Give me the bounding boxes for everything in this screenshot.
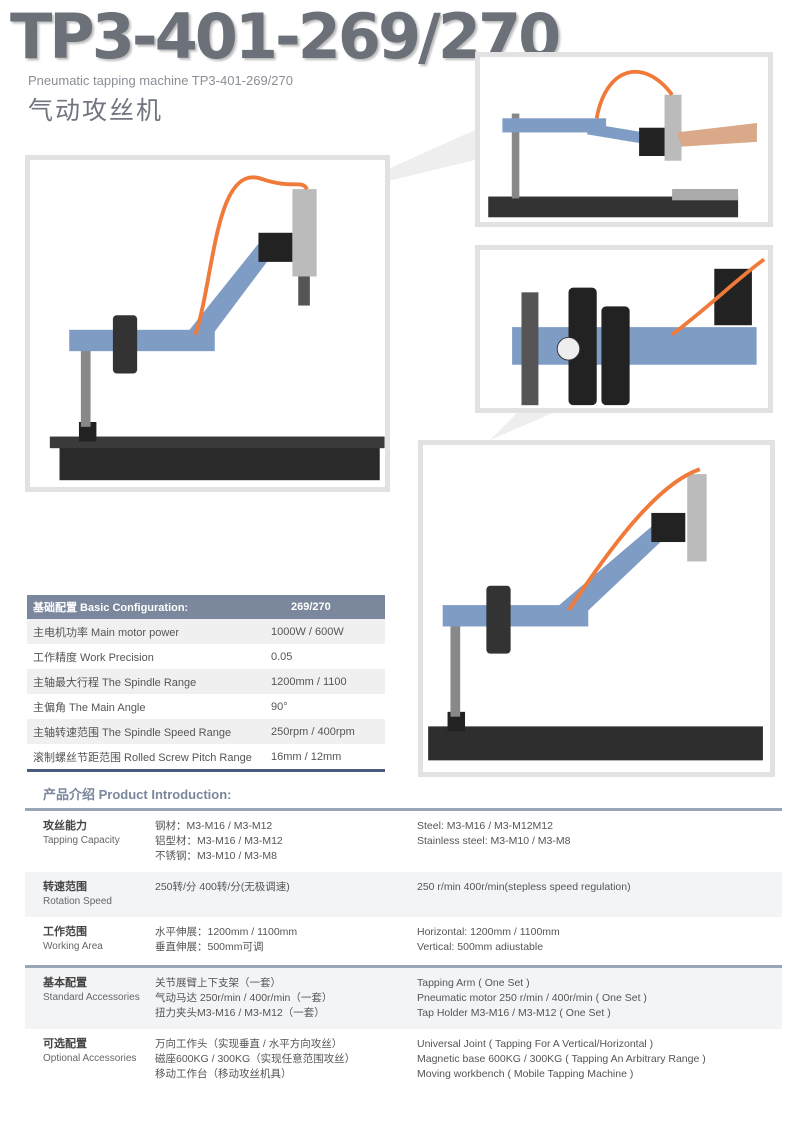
detail-line: Magnetic base 600KG / 300KG ( Tapping An… — [417, 1053, 706, 1065]
detail-line: 250 r/min 400r/min(stepless speed regula… — [417, 881, 631, 893]
detail-line: 250转/分 400转/分(无极调速) — [155, 881, 290, 893]
row-heading: 工作范围 Working Area — [25, 925, 155, 955]
row-heading-cn: 基本配置 — [43, 977, 87, 989]
row-heading-cn: 工作范围 — [43, 926, 87, 938]
machine-image — [428, 467, 763, 761]
product-introduction-table: 攻丝能力 Tapping Capacity 钢材：M3-M16 / M3-M12 铝型… — [25, 808, 782, 1090]
table-row: 工作精度 Work Precision 0.05 — [27, 644, 385, 669]
row-cn-details: 250转/分 400转/分(无极调速) — [155, 880, 417, 909]
row-heading-en: Optional Accessories — [43, 1053, 137, 1064]
row-label: 主电机功率 Main motor power — [33, 626, 180, 639]
product-cn-title: 气动攻丝机 — [28, 97, 164, 125]
hand-operation-photo — [475, 52, 773, 227]
row-value: 1200mm / 1100 — [271, 675, 347, 688]
row-en-details: Tapping Arm ( One Set ) Pneumatic motor 2… — [417, 976, 782, 1021]
row-value: 0.05 — [271, 650, 293, 663]
row-value: 90° — [271, 700, 288, 713]
row-label: 主轴转速范围 The Spindle Speed Range — [33, 726, 232, 739]
detail-line: Tapping Arm ( One Set ) — [417, 977, 530, 989]
row-heading-en: Tapping Capacity — [43, 835, 120, 846]
detail-line: 不锈钢：M3-M10 / M3-M8 — [155, 850, 277, 862]
detail-line: 万向工作头（实现垂直 / 水平方向攻丝） — [155, 1038, 343, 1050]
row-value: 16mm / 12mm — [271, 750, 342, 763]
detail-line: Steel: M3-M16 / M3-M12M12 — [417, 820, 553, 832]
row-heading: 基本配置 Standard Accessories — [25, 976, 155, 1021]
row-label: 工作精度 Work Precision — [33, 651, 154, 664]
detail-line: 移动工作台（移动攻丝机具） — [155, 1068, 292, 1080]
intro-row: 工作范围 Working Area 水平伸展：1200mm / 1100mm 垂直伸展… — [25, 917, 782, 965]
product-subtitle: Pneumatic tapping machine TP3-401-269/27… — [28, 73, 293, 88]
table-divider — [27, 769, 385, 772]
table-row: 主轴转速范围 The Spindle Speed Range 250rpm / 4… — [27, 719, 385, 744]
table-row: 主电机功率 Main motor power 1000W / 600W — [27, 619, 385, 644]
detail-line: 水平伸展：1200mm / 1100mm — [155, 926, 298, 938]
row-heading-en: Standard Accessories — [43, 992, 140, 1003]
table-row: 主偏角 The Main Angle 90° — [27, 694, 385, 719]
table-row: 主轴最大行程 The Spindle Range 1200mm / 1100 — [27, 669, 385, 694]
row-cn-details: 水平伸展：1200mm / 1100mm 垂直伸展：500mm可调 — [155, 925, 417, 955]
machine-image — [512, 257, 766, 406]
row-en-details: 250 r/min 400r/min(stepless speed regula… — [417, 880, 782, 909]
filter-detail-photo — [475, 245, 773, 413]
detail-line: Horizontal: 1200mm / 1100mm — [417, 926, 560, 938]
detail-line: 磁座600KG / 300KG（实现任意范围攻丝） — [155, 1053, 356, 1065]
intro-row: 转速范围 Rotation Speed 250转/分 400转/分(无极调速) 250… — [25, 872, 782, 917]
detail-line: Moving workbench ( Mobile Tapping Machin… — [417, 1068, 634, 1080]
row-label: 主偏角 The Main Angle — [33, 701, 146, 714]
row-label: 滚制螺丝节距范围 Rolled Screw Pitch Range — [33, 751, 252, 764]
row-heading-cn: 可选配置 — [43, 1038, 87, 1050]
row-en-details: Universal Joint ( Tapping For A Vertical… — [417, 1037, 782, 1082]
row-heading: 可选配置 Optional Accessories — [25, 1037, 155, 1082]
detail-line: Pneumatic motor 250 r/min / 400r/min ( O… — [417, 992, 647, 1004]
row-cn-details: 关节展臂上下支架（一套） 气动马达 250r/min / 400r/min（一套）… — [155, 976, 417, 1021]
row-heading-cn: 转速范围 — [43, 881, 87, 893]
section-divider — [25, 965, 782, 968]
row-heading-en: Working Area — [43, 941, 103, 952]
intro-row: 基本配置 Standard Accessories 关节展臂上下支架（一套） 气动马达… — [25, 968, 782, 1029]
product-title: TP3-401-269/270 — [10, 0, 561, 73]
row-value: 250rpm / 400rpm — [271, 725, 355, 738]
detail-line: 扭力夹头M3-M16 / M3-M12（一套） — [155, 1007, 325, 1019]
row-heading-cn: 攻丝能力 — [43, 820, 87, 832]
detail-line: 铝型材：M3-M16 / M3-M12 — [155, 835, 283, 847]
config-header: 基础配置 Basic Configuration: 269/270 — [27, 595, 385, 619]
row-heading-en: Rotation Speed — [43, 896, 112, 907]
detail-line: 钢材：M3-M16 / M3-M12 — [155, 820, 273, 832]
row-heading: 转速范围 Rotation Speed — [25, 880, 155, 909]
detail-line: Universal Joint ( Tapping For A Vertical… — [417, 1038, 654, 1050]
row-cn-details: 万向工作头（实现垂直 / 水平方向攻丝） 磁座600KG / 300KG（实现任意… — [155, 1037, 417, 1082]
config-header-label: 基础配置 Basic Configuration: — [33, 602, 189, 614]
row-cn-details: 钢材：M3-M16 / M3-M12 铝型材：M3-M16 / M3-M12 不锈钢… — [155, 819, 417, 864]
detail-line: Tap Holder M3-M16 / M3-M12 ( One Set ) — [417, 1007, 611, 1019]
section-divider — [25, 808, 782, 811]
intro-row: 可选配置 Optional Accessories 万向工作头（实现垂直 / 水平方… — [25, 1029, 782, 1090]
detail-line: 垂直伸展：500mm可调 — [155, 941, 264, 953]
config-header-value: 269/270 — [291, 601, 331, 613]
detail-line: Stainless steel: M3-M10 / M3-M8 — [417, 835, 571, 847]
basic-configuration-table: 基础配置 Basic Configuration: 269/270 主电机功率 … — [27, 595, 385, 772]
main-machine-photo — [25, 155, 390, 492]
row-heading: 攻丝能力 Tapping Capacity — [25, 819, 155, 864]
intro-row: 攻丝能力 Tapping Capacity 钢材：M3-M16 / M3-M12 铝型… — [25, 811, 782, 872]
row-label: 主轴最大行程 The Spindle Range — [33, 676, 197, 689]
product-introduction-heading: 产品介绍 Product Introduction: — [43, 787, 232, 802]
detail-line: 关节展臂上下支架（一套） — [155, 977, 281, 989]
detail-line: Vertical: 500mm adiustable — [417, 941, 544, 953]
machine-image — [49, 175, 385, 481]
row-value: 1000W / 600W — [271, 625, 344, 638]
table-row: 滚制螺丝节距范围 Rolled Screw Pitch Range 16mm / … — [27, 744, 385, 769]
machine-image — [488, 69, 757, 218]
detail-line: 气动马达 250r/min / 400r/min（一套） — [155, 992, 333, 1004]
side-machine-photo — [418, 440, 775, 777]
